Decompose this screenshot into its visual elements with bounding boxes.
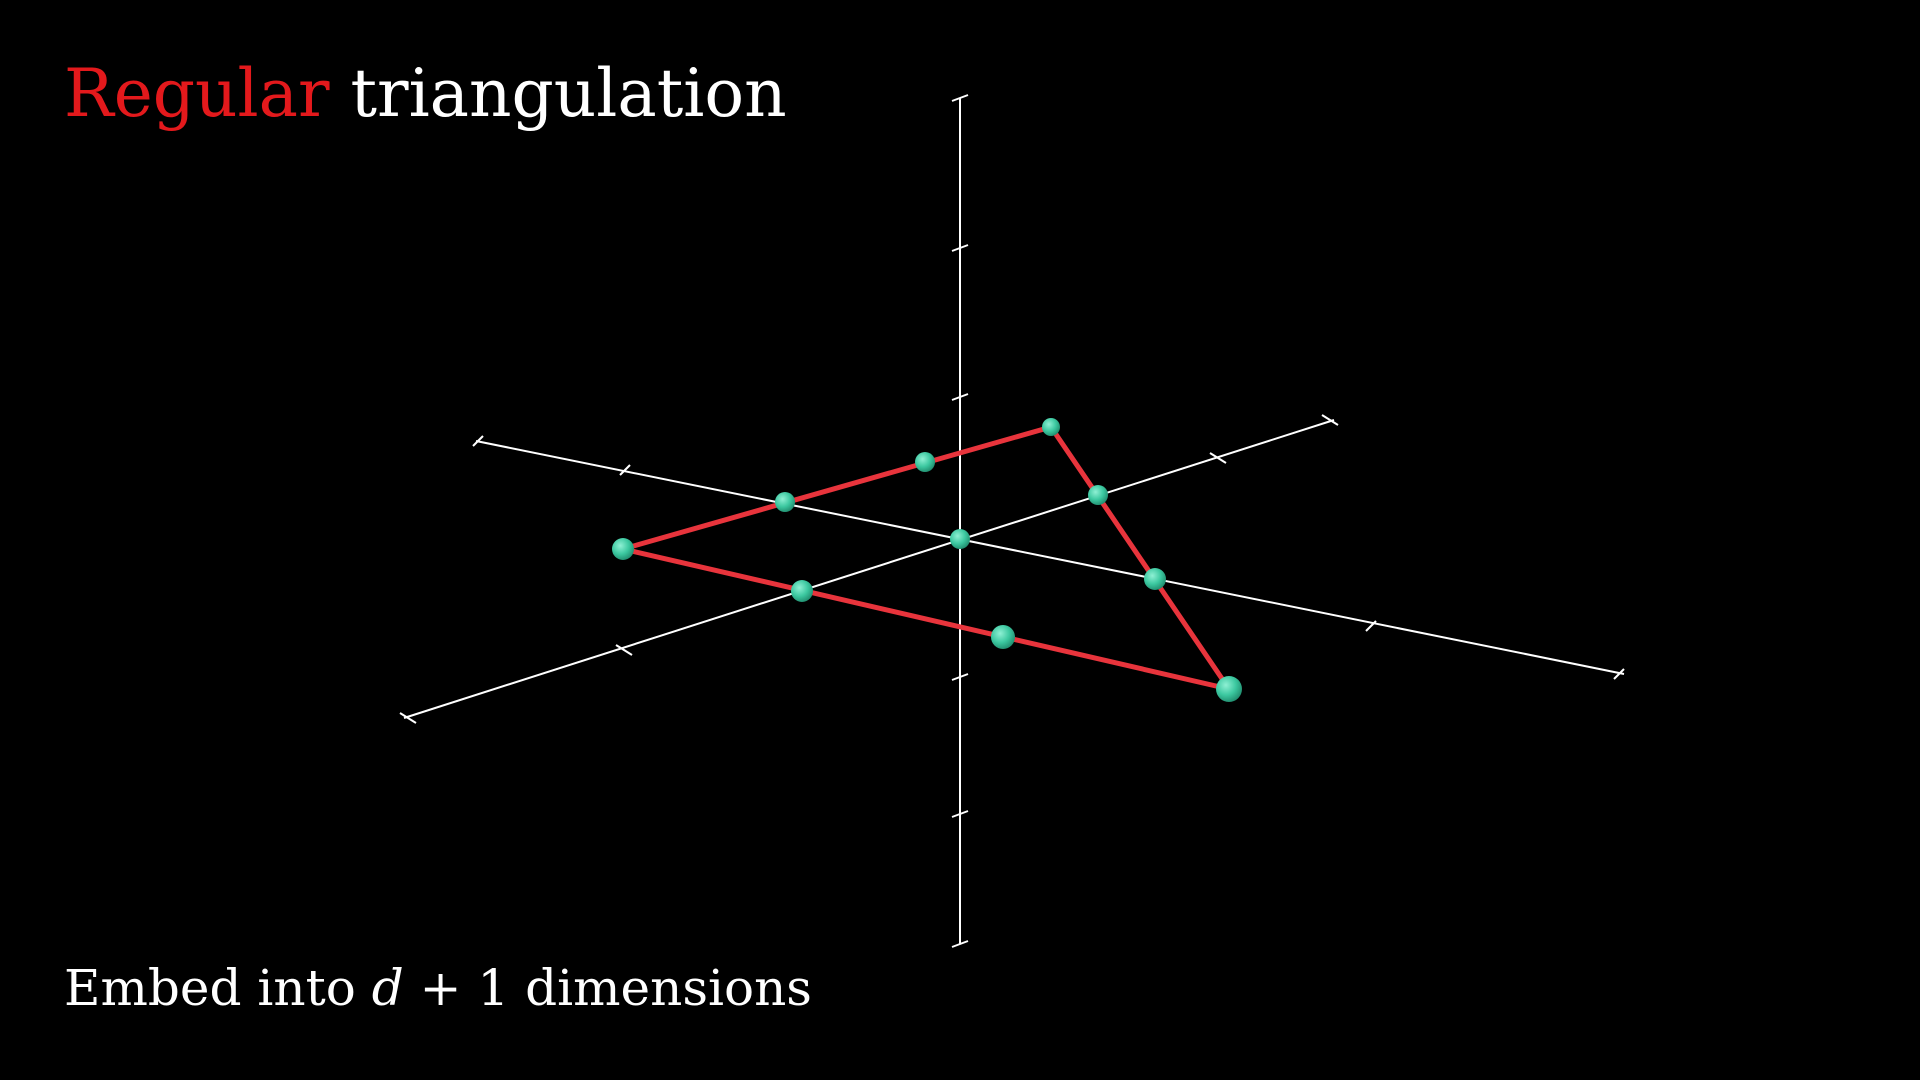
edge [1048,424,1232,692]
tick [619,464,631,476]
title-rest: triangulation [350,55,787,132]
tick [951,393,969,401]
tick [399,712,417,724]
points [612,418,1242,702]
slide-caption: Embed into d + 1 dimensions [64,948,812,1028]
axis-b [403,419,1335,719]
triangle-edges [620,424,1232,692]
lattice-point [991,625,1015,649]
lattice-point [1144,568,1166,590]
caption-prefix: Embed into [64,959,372,1017]
slide-title: Regular triangulation [64,54,787,134]
caption-operator: + 1 [403,959,510,1017]
origin-point [950,529,970,549]
tick [1209,452,1227,464]
vertex-point [612,538,634,560]
tick [472,435,484,447]
edge [620,546,1232,692]
vertex-point [1042,418,1060,436]
caption-suffix: dimensions [509,959,812,1017]
tick [1321,414,1339,426]
caption-variable: d [371,959,404,1017]
lattice-point [1088,485,1108,505]
axis-a [475,440,1625,675]
axes [403,98,1625,944]
lattice-point [791,580,813,602]
tick [1365,620,1377,632]
tick [615,644,633,656]
edge [620,424,1054,552]
lattice-point [775,492,795,512]
vertex-point [1216,676,1242,702]
lattice-point [915,452,935,472]
axis-ticks [399,94,1625,948]
tick [951,940,969,948]
tick [951,94,969,102]
title-highlight: Regular [64,55,330,132]
tick [1613,668,1625,680]
tick [951,673,969,681]
tick [951,810,969,818]
tick [951,244,969,252]
